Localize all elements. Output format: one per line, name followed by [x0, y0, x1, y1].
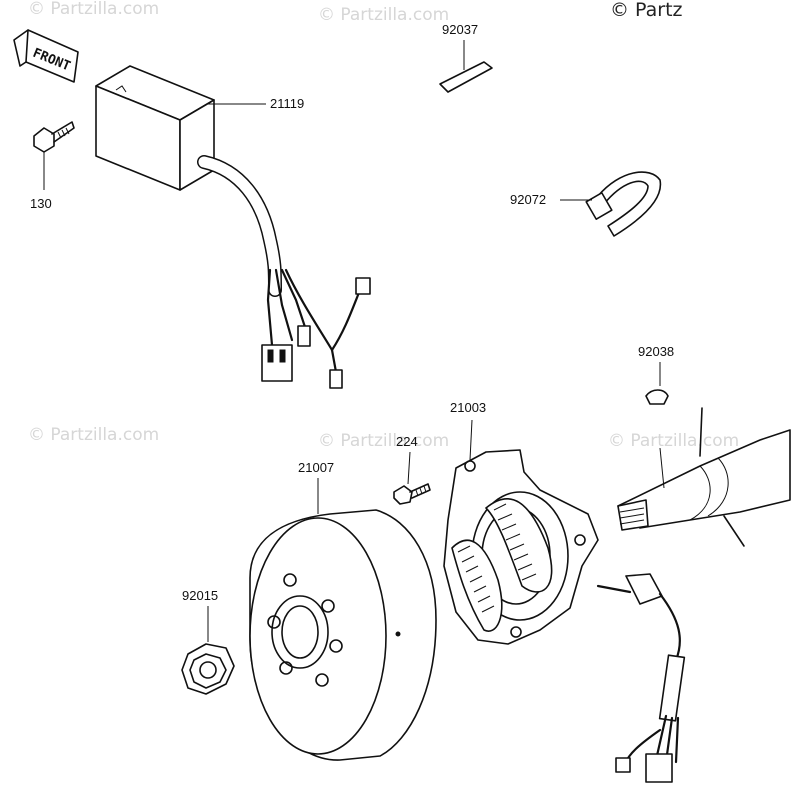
- watermark-layer: © Partzilla.com © Partzilla.com © Partzi…: [28, 0, 739, 451]
- label-screw: 224: [396, 434, 418, 449]
- watermark: © Partzilla.com: [608, 431, 739, 451]
- flywheel-drawing: [249, 478, 437, 761]
- front-arrow-icon: FRONT: [13, 29, 79, 83]
- label-lead-plate: 92037: [442, 22, 478, 37]
- crankshaft-drawing: [617, 407, 791, 547]
- watermark: © Partzilla.com: [318, 431, 449, 451]
- key-drawing: [645, 362, 669, 405]
- label-bolt: 130: [30, 196, 52, 211]
- watermark: © Partzilla.com: [28, 0, 159, 19]
- stator-drawing: [443, 419, 686, 783]
- watermark: © Partzilla.com: [28, 425, 159, 445]
- label-stator: 21003: [450, 400, 486, 415]
- label-clamp: 92072: [510, 192, 546, 207]
- lead-plate-drawing: [439, 40, 493, 93]
- part-labels: 21119 130 92037 92072 92038 21003 224 21…: [30, 22, 674, 603]
- label-nut: 92015: [182, 588, 218, 603]
- nut-drawing: [181, 606, 235, 695]
- watermark: © Partzilla.com: [318, 5, 449, 25]
- cdi-unit-drawing: [95, 65, 371, 389]
- label-cdi-unit: 21119: [270, 96, 304, 111]
- label-key: 92038: [638, 344, 674, 359]
- bolt-drawing: [33, 121, 75, 190]
- screw-drawing: [393, 451, 431, 505]
- clamp-drawing: [560, 171, 662, 237]
- watermark-corner: © Partz: [610, 0, 683, 21]
- label-flywheel: 21007: [298, 460, 334, 475]
